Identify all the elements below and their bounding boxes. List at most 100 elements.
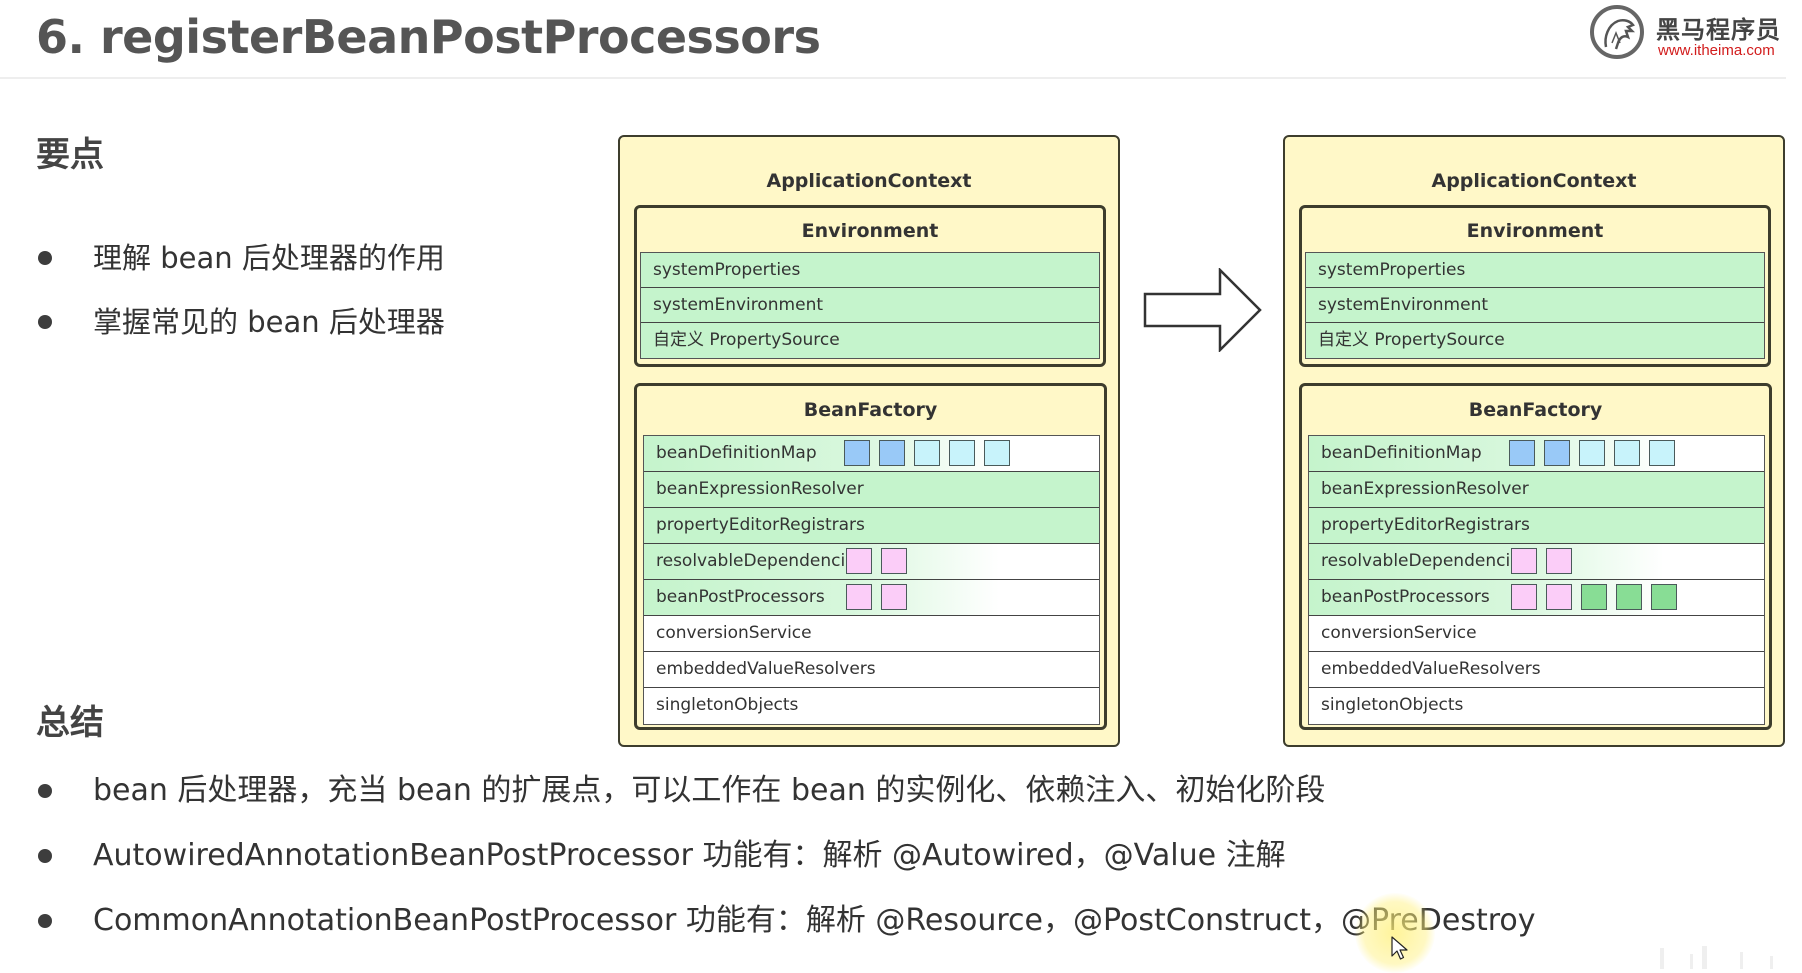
bean-chip-blue-light (1579, 440, 1605, 466)
application-context-title: ApplicationContext (766, 170, 972, 192)
bean-factory-row-label: conversionService (656, 623, 812, 643)
bean-chip-green (1651, 584, 1677, 610)
bean-factory-row-label: beanPostProcessors (1321, 587, 1490, 607)
bean-factory-row-label: resolvableDependencies (1321, 551, 1530, 571)
bean-factory-row-label: propertyEditorRegistrars (656, 515, 865, 535)
bean-chip-pink (1546, 548, 1572, 574)
bean-chip-blue-light (984, 440, 1010, 466)
bean-chip-green (1616, 584, 1642, 610)
environment-box: Environment systemProperties systemEnvir… (634, 205, 1106, 367)
bean-factory-row: conversionService (1309, 616, 1764, 652)
bean-factory-row: beanPostProcessors (644, 580, 1099, 616)
bean-chip-blue-light (1614, 440, 1640, 466)
bean-factory-row: embeddedValueResolvers (1309, 652, 1764, 688)
bean-factory-row: beanExpressionResolver (644, 472, 1099, 508)
bean-chip-group (1511, 584, 1686, 619)
environment-row: systemEnvironment (1306, 288, 1764, 323)
brand-url: www.itheima.com (1658, 42, 1775, 59)
summary-text: AutowiredAnnotationBeanPostProcessor 功能有… (93, 838, 1286, 873)
environment-title: Environment (801, 220, 939, 242)
bean-factory-row: beanDefinitionMap (1309, 436, 1764, 472)
environment-title: Environment (1466, 220, 1604, 242)
bean-chip-blue-light (949, 440, 975, 466)
summary-text: CommonAnnotationBeanPostProcessor 功能有：解析… (93, 903, 1536, 938)
bean-factory-row-label: embeddedValueResolvers (1321, 659, 1541, 679)
bullet-dot-icon (38, 251, 52, 265)
bean-factory-box: BeanFactory beanDefinitionMap beanExpress… (634, 383, 1107, 730)
brand-name: 黑马程序员 (1656, 16, 1781, 44)
bean-chip-pink (1511, 584, 1537, 610)
bean-chip-green (1581, 584, 1607, 610)
bean-factory-row-label: resolvableDependencies (656, 551, 865, 571)
bean-factory-rows: beanDefinitionMap beanExpressionResolver p… (1308, 435, 1765, 725)
bullet-dot-icon (38, 784, 52, 798)
bean-factory-row-label: propertyEditorRegistrars (1321, 515, 1530, 535)
bean-chip-blue-dark (1509, 440, 1535, 466)
bullet-dot-icon (38, 914, 52, 928)
bean-factory-row: beanExpressionResolver (1309, 472, 1764, 508)
key-point-text: 掌握常见的 bean 后处理器 (93, 305, 445, 339)
environment-box: Environment systemProperties systemEnvir… (1299, 205, 1771, 367)
bean-chip-pink (1546, 584, 1572, 610)
bean-factory-row: resolvableDependencies (644, 544, 1099, 580)
application-context-after: ApplicationContext Environment systemPro… (1283, 135, 1785, 747)
bullet-dot-icon (38, 315, 52, 329)
page-title: 6. registerBeanPostProcessors (36, 10, 821, 64)
bullet-dot-icon (38, 849, 52, 863)
bean-chip-pink (1511, 548, 1537, 574)
bean-factory-rows: beanDefinitionMap beanExpressionResolver p… (643, 435, 1100, 725)
bean-chip-pink (881, 584, 907, 610)
key-point-text: 理解 bean 后处理器的作用 (93, 241, 445, 275)
bean-chip-group (846, 548, 916, 583)
summary-text: bean 后处理器，充当 bean 的扩展点，可以工作在 bean 的实例化、依… (93, 773, 1326, 808)
environment-rows: systemProperties systemEnvironment 自定义 P… (640, 252, 1100, 359)
bean-chip-pink (846, 584, 872, 610)
bean-chip-pink (881, 548, 907, 574)
application-context-before: ApplicationContext Environment systemPro… (618, 135, 1120, 747)
application-context-title: ApplicationContext (1431, 170, 1637, 192)
brand-logo: 黑马程序员 www.itheima.com (1590, 4, 1790, 64)
bean-chip-blue-light (914, 440, 940, 466)
bean-chip-pink (846, 548, 872, 574)
bean-chip-blue-dark (879, 440, 905, 466)
bean-chip-blue-dark (844, 440, 870, 466)
video-progress-watermark (1650, 940, 1800, 969)
bean-chip-group (844, 440, 1019, 475)
bean-factory-row-label: beanDefinitionMap (656, 443, 817, 463)
bean-factory-row-label: conversionService (1321, 623, 1477, 643)
environment-row: systemProperties (641, 253, 1099, 288)
bean-factory-row-label: singletonObjects (1321, 695, 1464, 715)
horse-head-logo-icon (1590, 5, 1644, 59)
environment-row: systemEnvironment (641, 288, 1099, 323)
environment-row: 自定义 PropertySource (1306, 323, 1764, 358)
right-arrow-icon (1140, 266, 1264, 356)
bean-factory-row-label: beanDefinitionMap (1321, 443, 1482, 463)
bean-factory-row-label: singletonObjects (656, 695, 799, 715)
bean-chip-blue-light (1649, 440, 1675, 466)
bean-factory-row-label: beanPostProcessors (656, 587, 825, 607)
bean-chip-blue-dark (1544, 440, 1570, 466)
mouse-pointer-icon (1391, 936, 1409, 966)
bean-chip-group (846, 584, 916, 619)
environment-row: systemProperties (1306, 253, 1764, 288)
bean-chip-group (1511, 548, 1581, 583)
bean-chip-group (1509, 440, 1684, 475)
bean-factory-row-label: beanExpressionResolver (1321, 479, 1529, 499)
key-points-heading: 要点 (36, 135, 104, 175)
environment-row: 自定义 PropertySource (641, 323, 1099, 358)
bean-factory-row: singletonObjects (1309, 688, 1764, 724)
environment-rows: systemProperties systemEnvironment 自定义 P… (1305, 252, 1765, 359)
cursor-highlight (1355, 893, 1435, 973)
bean-factory-row-label: beanExpressionResolver (656, 479, 864, 499)
bean-factory-title: BeanFactory (803, 399, 938, 421)
bean-factory-row: resolvableDependencies (1309, 544, 1764, 580)
bean-factory-row-label: embeddedValueResolvers (656, 659, 876, 679)
bean-factory-row: singletonObjects (644, 688, 1099, 724)
bean-factory-row: conversionService (644, 616, 1099, 652)
bean-factory-row: propertyEditorRegistrars (1309, 508, 1764, 544)
bean-factory-row: embeddedValueResolvers (644, 652, 1099, 688)
bean-factory-row: beanDefinitionMap (644, 436, 1099, 472)
header-divider (0, 77, 1786, 79)
summary-heading: 总结 (36, 703, 104, 743)
